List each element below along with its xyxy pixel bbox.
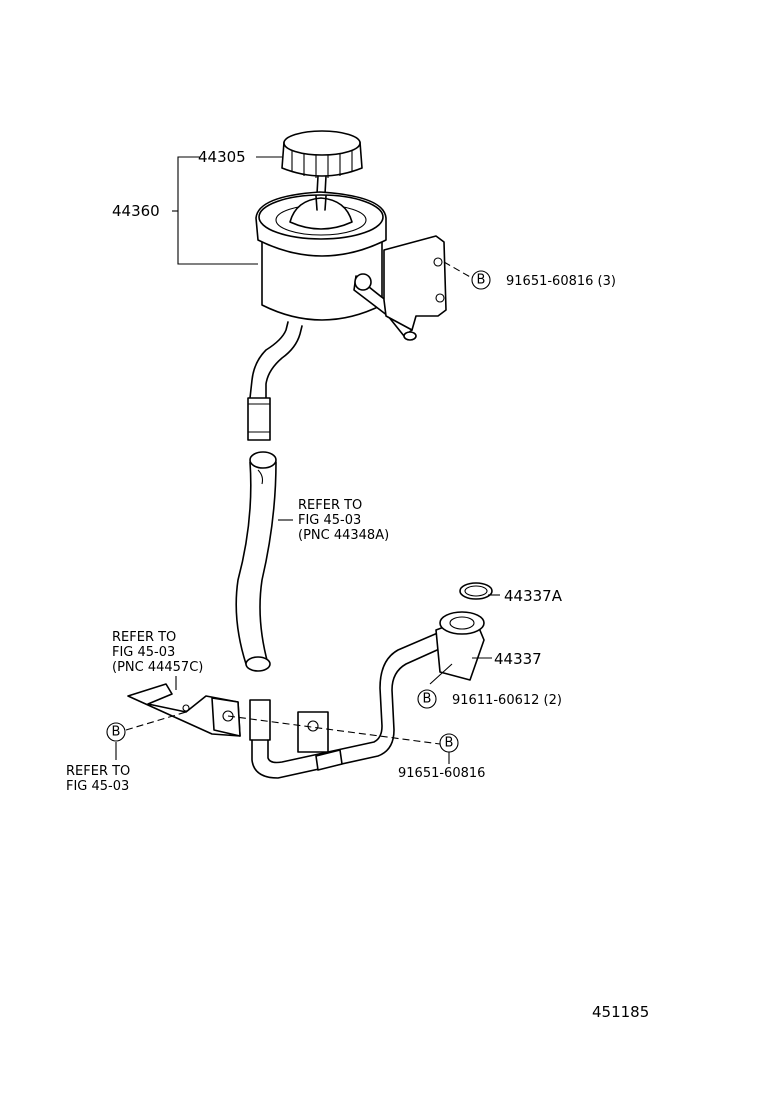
bolt-badge-bottom: B	[439, 733, 459, 753]
label-reservoir: 44360	[112, 202, 160, 220]
label-refer-upper-3: (PNC 44348A)	[298, 528, 389, 543]
bolt-badge-top: B	[471, 270, 491, 290]
leader-lines	[115, 156, 500, 764]
o-ring	[459, 582, 493, 600]
union-fitting	[435, 611, 485, 681]
reservoir-tank	[249, 191, 447, 399]
label-refer-left-1: REFER TO	[112, 630, 176, 645]
svg-text:B: B	[112, 725, 121, 740]
label-refer-left-2: FIG 45-03	[112, 645, 175, 660]
label-union: 44337	[494, 650, 542, 668]
label-refer-left-3: (PNC 44457C)	[112, 660, 203, 675]
bolt-badge-left: B	[106, 722, 126, 742]
label-bolt-top: 91651-60816 (3)	[506, 274, 616, 289]
illustration-number: 451185	[592, 1003, 649, 1021]
bolt-badge-union: B	[417, 689, 437, 709]
label-oring: 44337A	[504, 587, 563, 605]
svg-text:B: B	[477, 273, 486, 288]
label-refer-upper-1: REFER TO	[298, 498, 362, 513]
label-refer-bottom-1: REFER TO	[66, 764, 130, 779]
label-refer-upper-2: FIG 45-03	[298, 513, 361, 528]
svg-text:B: B	[445, 736, 454, 751]
lower-return-tube	[249, 631, 447, 779]
label-bolt-bottom: 91651-60816	[398, 766, 485, 781]
label-refer-bottom-2: FIG 45-03	[66, 779, 129, 794]
return-hose	[235, 451, 277, 672]
label-bolt-union: 91611-60612 (2)	[452, 693, 562, 708]
svg-text:B: B	[423, 692, 432, 707]
left-bracket	[127, 683, 241, 737]
label-cap: 44305	[198, 148, 246, 166]
upper-hose-joint	[247, 397, 271, 441]
